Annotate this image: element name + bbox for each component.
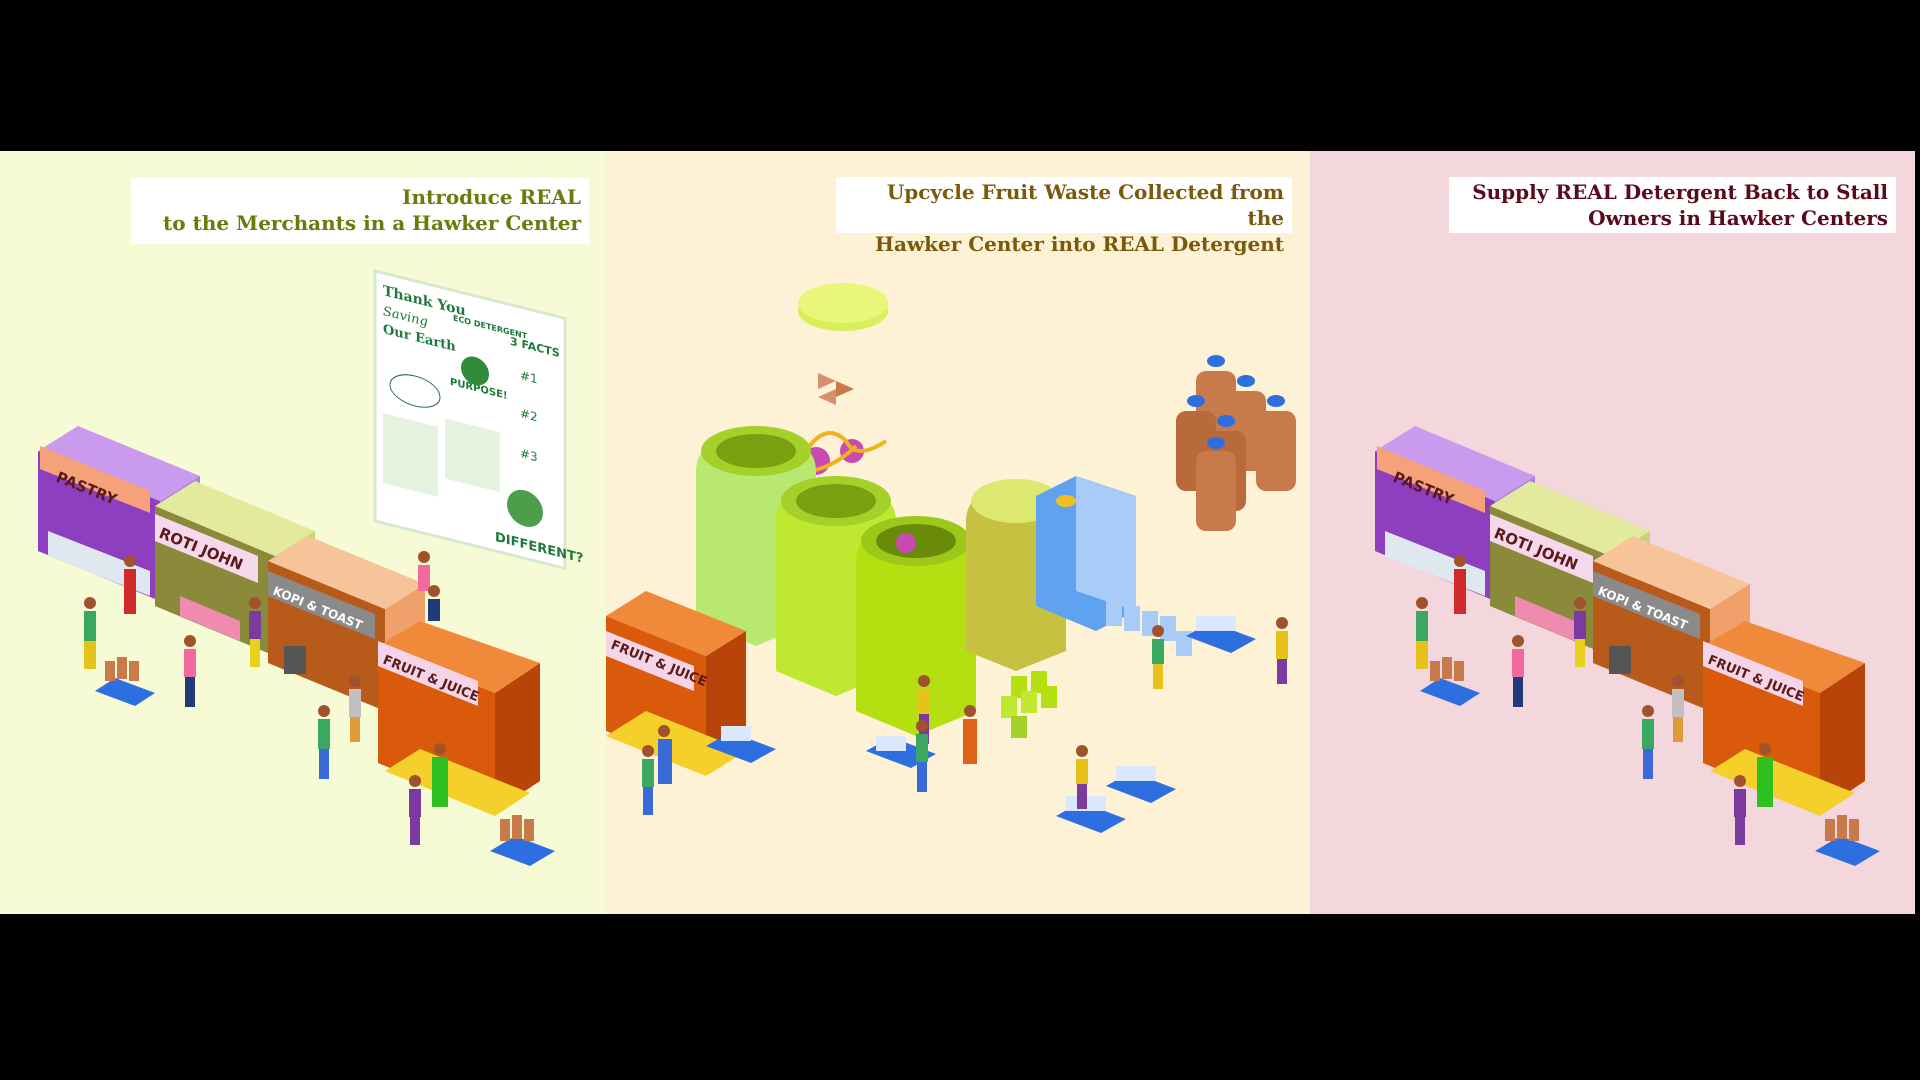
panel-1-title: Introduce REAL to the Merchants in a Haw… — [131, 178, 589, 244]
down-arrow-icon — [818, 373, 854, 405]
panel-upcycle: Upcycle Fruit Waste Collected from the H… — [606, 151, 1310, 914]
poster-bowl-icon — [389, 374, 441, 408]
stall-fruit-juice: FRUIT & JUICE — [378, 621, 540, 816]
poster-n1: #1 — [520, 368, 538, 386]
detergent-bottles — [1176, 355, 1296, 531]
panel-3-title-line-2: Owners in Hawker Centers — [1588, 206, 1888, 230]
panel-1-title-line-2: to the Merchants in a Hawker Center — [163, 211, 581, 235]
container-lid — [798, 283, 888, 331]
poster-leaf-icon — [461, 356, 489, 386]
coffee-machine-2-icon — [1609, 646, 1631, 674]
trolley-1 — [706, 726, 776, 763]
panel-introduce: Introduce REAL to the Merchants in a Haw… — [0, 151, 606, 914]
people-group-2 — [642, 617, 1288, 815]
poster-text-block — [383, 412, 438, 497]
panel-3-title-line-1: Supply REAL Detergent Back to Stall — [1472, 180, 1888, 204]
trolley-boxes-4 — [1815, 815, 1880, 866]
stall-fruit-juice-2: FRUIT & JUICE — [1703, 621, 1865, 816]
panel-2-title-line-2: Hawker Center into REAL Detergent — [875, 232, 1284, 256]
people-group — [84, 551, 448, 845]
panel-3-title: Supply REAL Detergent Back to Stall Owne… — [1449, 177, 1896, 233]
stall-fruit-juice-small: FRUIT & JUICE — [606, 591, 746, 776]
panel-2-title-line-1: Upcycle Fruit Waste Collected from the — [886, 180, 1284, 230]
poster-text-block-2 — [445, 418, 500, 493]
trolley-5 — [1106, 766, 1176, 803]
trolley-3 — [1186, 616, 1256, 653]
poster-n2: #2 — [520, 406, 538, 424]
people-group-3 — [1416, 555, 1773, 845]
detergent-jug — [1036, 476, 1136, 631]
trolley-4 — [1056, 796, 1126, 833]
poster-n3: #3 — [520, 446, 538, 464]
small-jars — [1001, 671, 1057, 738]
container-3 — [856, 516, 976, 736]
trolley-boxes — [95, 657, 155, 706]
panel-1-title-line-1: Introduce REAL — [402, 185, 581, 209]
poster-plant-icon — [507, 489, 543, 527]
trolley-boxes-2 — [490, 815, 555, 866]
panel-2-title: Upcycle Fruit Waste Collected from the H… — [836, 177, 1292, 256]
eco-poster: Thank You Saving Our Earth ECO DETERGENT… — [373, 269, 583, 571]
detergent-packs — [1106, 601, 1192, 656]
trolley-boxes-3 — [1420, 657, 1480, 706]
panel-supply: Supply REAL Detergent Back to Stall Owne… — [1310, 151, 1915, 914]
coffee-machine-icon — [284, 646, 306, 674]
